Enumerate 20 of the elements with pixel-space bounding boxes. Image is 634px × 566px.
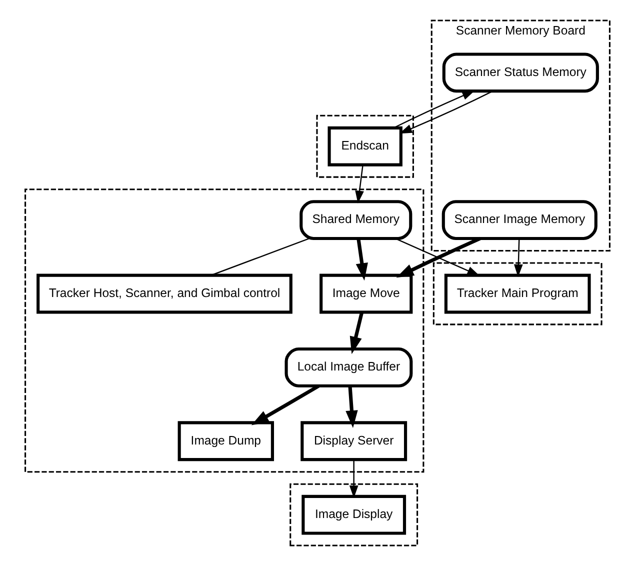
arrow xyxy=(345,386,358,428)
arrow xyxy=(398,90,492,134)
arrow xyxy=(349,312,364,354)
node-box: Display Server xyxy=(300,421,407,462)
node-box: Image Display xyxy=(301,494,406,535)
arrow xyxy=(354,165,364,204)
node-box: Image Dump xyxy=(177,421,274,462)
node-box: Shared Memory xyxy=(299,200,412,240)
node-box: Endscan xyxy=(327,126,402,166)
arrow xyxy=(355,238,368,281)
connector xyxy=(210,238,309,276)
arrow xyxy=(393,90,474,128)
node-box: Scanner Image Memory xyxy=(441,200,597,240)
node-box: Tracker Host, Scanner, and Gimbal control xyxy=(36,274,292,314)
node-box: Local Image Buffer xyxy=(284,347,412,388)
arrow xyxy=(513,238,522,278)
node-box: Image Move xyxy=(319,274,412,314)
arrow xyxy=(250,384,320,426)
node-box: Scanner Status Memory xyxy=(442,52,598,93)
node-box: Tracker Main Program xyxy=(444,274,590,314)
